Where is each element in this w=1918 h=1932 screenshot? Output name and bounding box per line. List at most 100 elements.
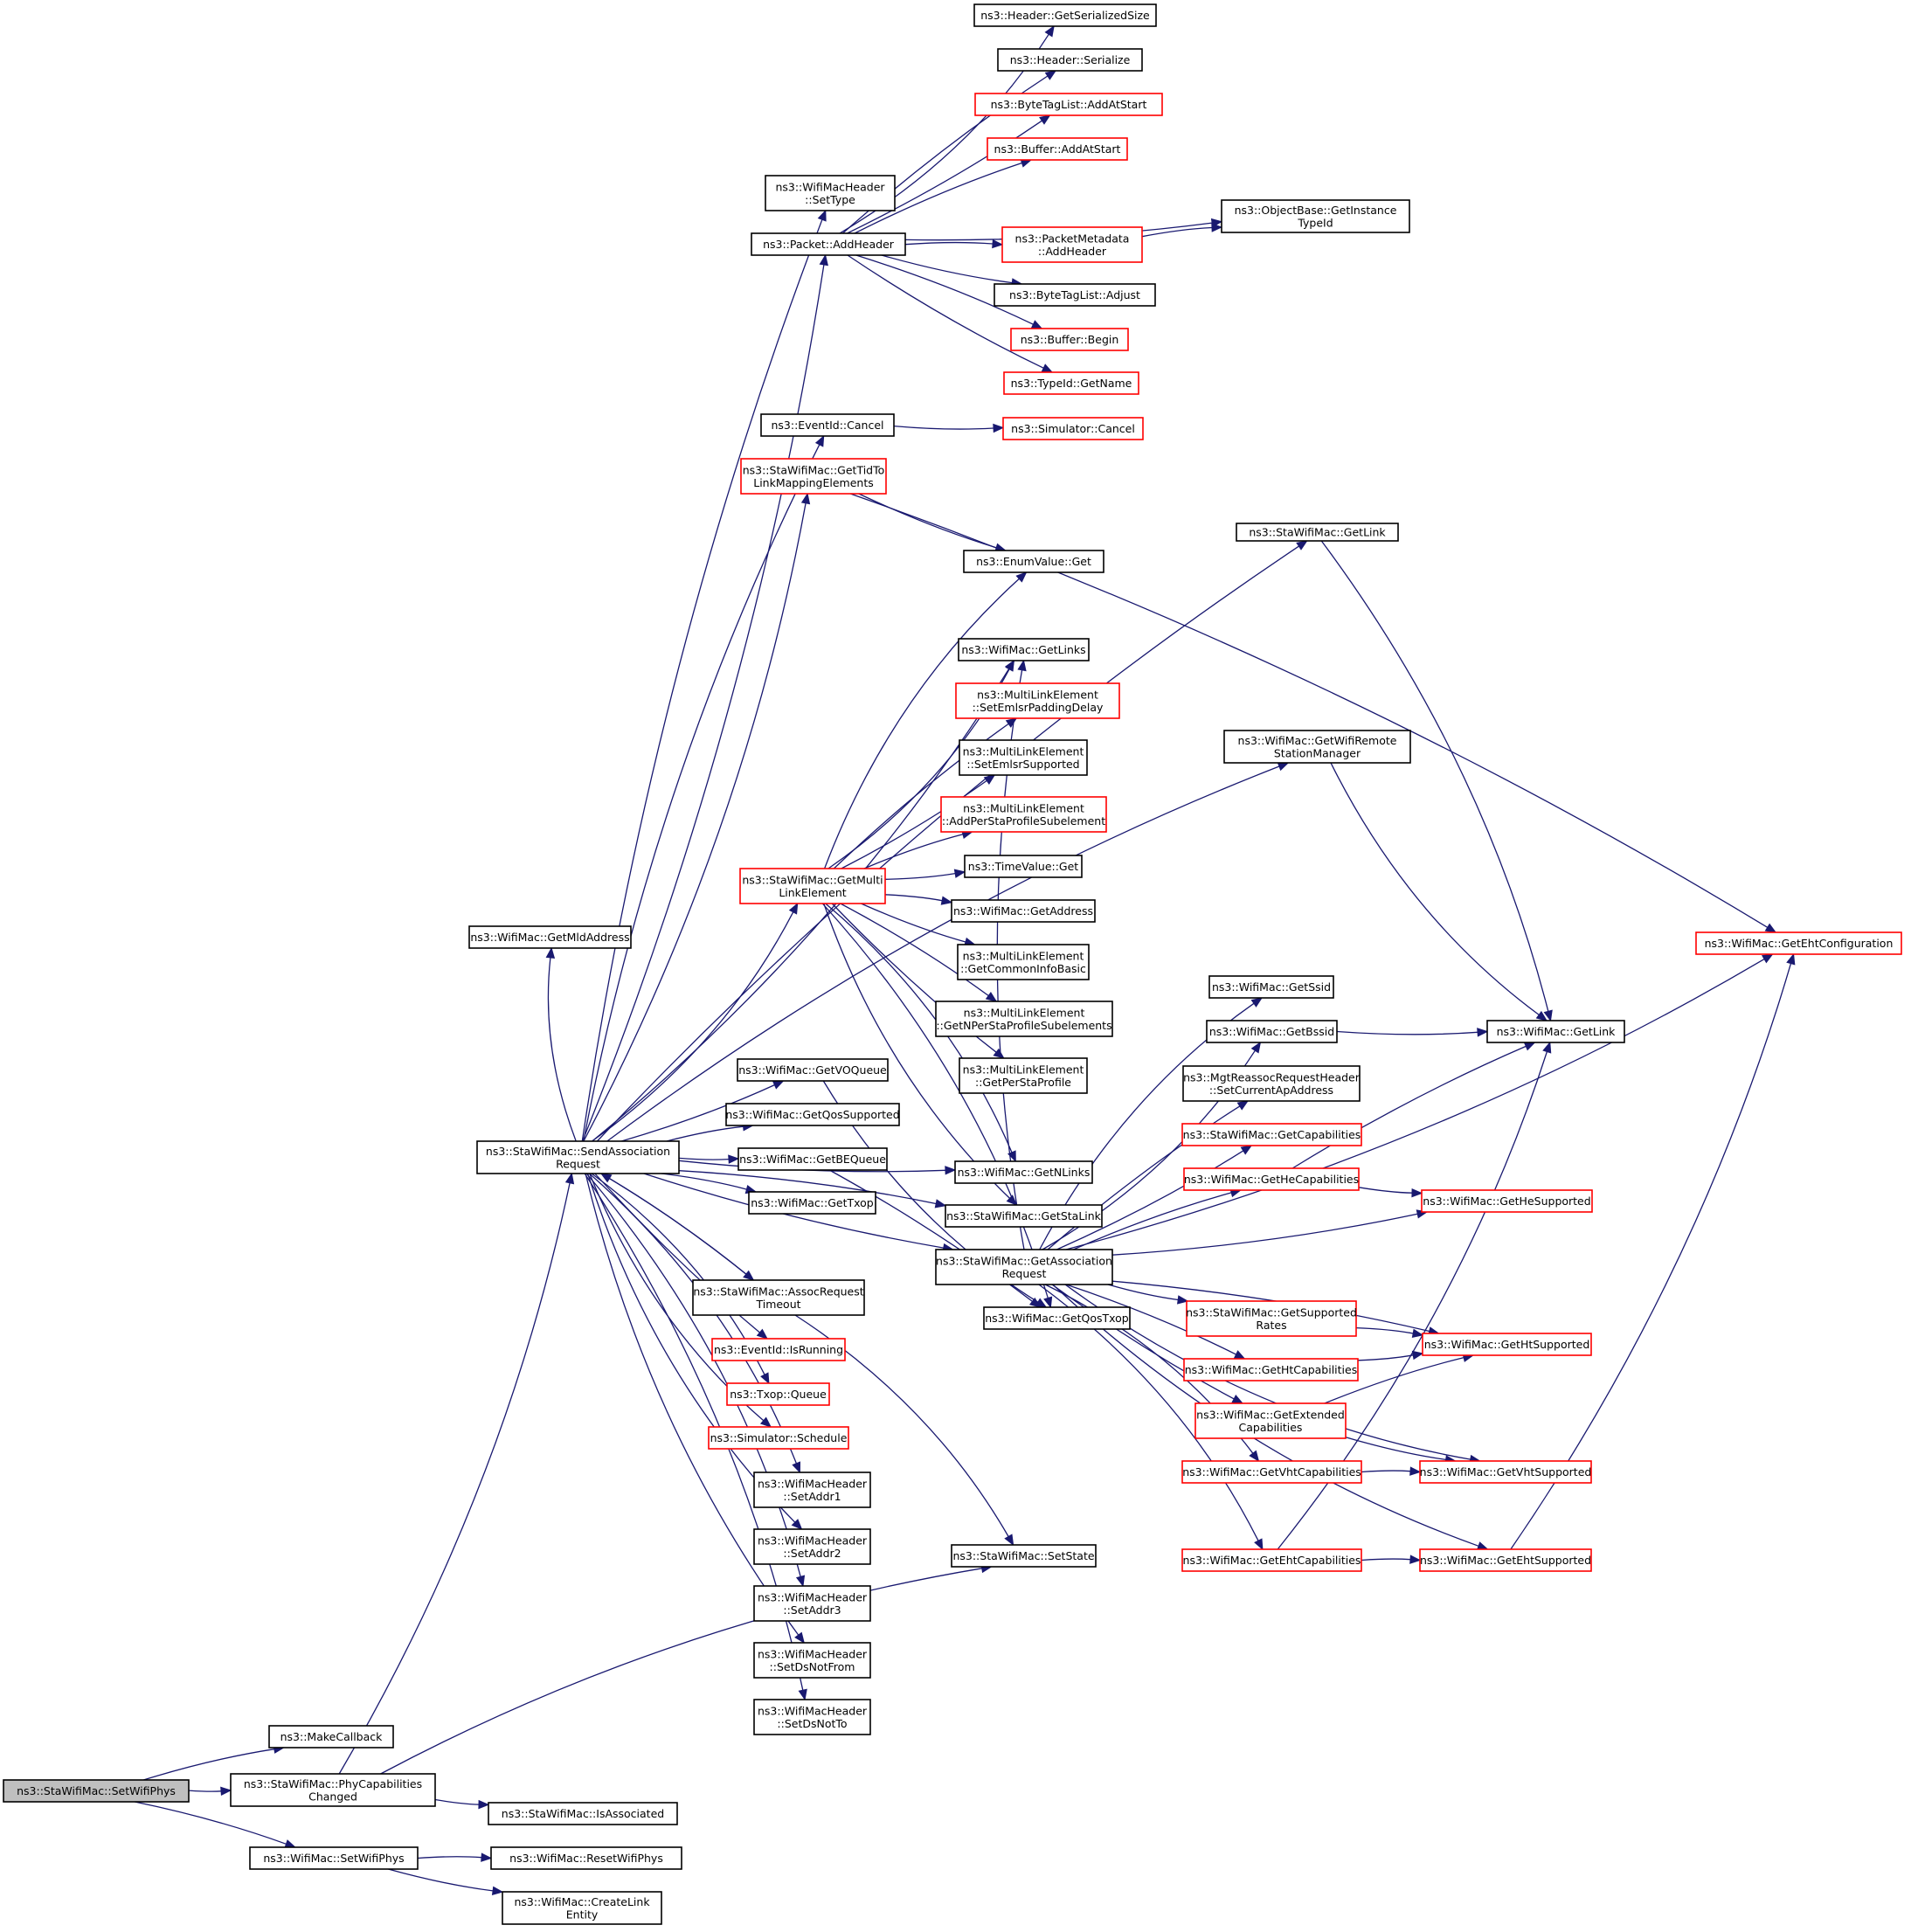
node-box[interactable] <box>954 1160 1093 1184</box>
node-packet-metadata-add-header[interactable]: ns3::PacketMetadata::AddHeader <box>1001 226 1143 263</box>
node-byte-tag-list-add-at-start[interactable]: ns3::ByteTagList::AddAtStart <box>974 93 1163 116</box>
node-wifi-mac-get-ht-capabilities[interactable]: ns3::WifiMac::GetHtCapabilities <box>1183 1358 1359 1381</box>
node-packet-add-header[interactable]: ns3::Packet::AddHeader <box>751 232 906 256</box>
node-sta-wifi-mac-get-sta-link[interactable]: ns3::StaWifiMac::GetStaLink <box>945 1204 1103 1228</box>
node-wifi-mac-get-eht-capabilities[interactable]: ns3::WifiMac::GetEhtCapabilities <box>1181 1548 1362 1572</box>
node-box[interactable] <box>725 1103 900 1126</box>
node-multi-link-element-get-nper-sta-profile-subelements[interactable]: ns3::MultiLinkElement::GetNPerStaProfile… <box>935 1001 1113 1037</box>
node-box[interactable] <box>748 1191 876 1215</box>
node-box[interactable] <box>711 1338 846 1361</box>
node-buffer-add-at-start[interactable]: ns3::Buffer::AddAtStart <box>987 137 1128 161</box>
node-enum-value-get[interactable]: ns3::EnumValue::Get <box>963 550 1104 573</box>
node-box[interactable] <box>708 1426 849 1450</box>
node-box[interactable] <box>1236 523 1399 542</box>
node-make-callback[interactable]: ns3::MakeCallback <box>268 1725 394 1748</box>
node-wifi-mac-get-bssid[interactable]: ns3::WifiMac::GetBssid <box>1206 1020 1338 1043</box>
node-box[interactable] <box>973 3 1157 27</box>
node-sta-wifi-mac-get-capabilities[interactable]: ns3::StaWifiMac::GetCapabilities <box>1181 1123 1362 1146</box>
node-event-id-cancel[interactable]: ns3::EventId::Cancel <box>760 413 895 437</box>
node-event-id-is-running[interactable]: ns3::EventId::IsRunning <box>711 1338 846 1361</box>
node-box[interactable] <box>1206 1020 1338 1043</box>
node-box[interactable] <box>488 1802 678 1825</box>
node-wifi-mac-header-set-addr3[interactable]: ns3::WifiMacHeader::SetAddr3 <box>753 1585 871 1622</box>
node-multi-link-element-set-emlsr-supported[interactable]: ns3::MultiLinkElement::SetEmlsrSupported <box>959 739 1088 776</box>
node-box[interactable] <box>945 1204 1103 1228</box>
node-wifi-mac-get-eht-configuration[interactable]: ns3::WifiMac::GetEhtConfiguration <box>1695 931 1902 955</box>
node-box[interactable] <box>1010 328 1129 351</box>
node-box[interactable] <box>753 1642 871 1679</box>
node-box[interactable] <box>1183 1358 1359 1381</box>
node-box[interactable] <box>753 1699 871 1735</box>
node-wifi-mac-get-ht-supported[interactable]: ns3::WifiMac::GetHtSupported <box>1422 1333 1592 1356</box>
node-wifi-mac-get-voqueue[interactable]: ns3::WifiMac::GetVOQueue <box>737 1058 889 1082</box>
node-box[interactable] <box>249 1846 419 1870</box>
node-wifi-mac-get-bequeue[interactable]: ns3::WifiMac::GetBEQueue <box>737 1147 888 1171</box>
node-box[interactable] <box>753 1528 871 1565</box>
node-box[interactable] <box>1419 1548 1592 1572</box>
node-box[interactable] <box>1181 1548 1362 1572</box>
node-box[interactable] <box>726 1382 830 1406</box>
node-box[interactable] <box>1223 730 1411 764</box>
node-box[interactable] <box>1186 1300 1357 1337</box>
node-sta-wifi-mac-get-tid-to-link-mapping-elements[interactable]: ns3::StaWifiMac::GetTidToLinkMappingElem… <box>740 458 887 495</box>
node-wifi-mac-get-link[interactable]: ns3::WifiMac::GetLink <box>1486 1020 1625 1043</box>
node-sta-wifi-mac-get-link[interactable]: ns3::StaWifiMac::GetLink <box>1236 523 1399 542</box>
node-box[interactable] <box>955 682 1120 719</box>
node-wifi-mac-get-links[interactable]: ns3::WifiMac::GetLinks <box>958 638 1090 661</box>
node-box[interactable] <box>753 1585 871 1622</box>
node-sta-wifi-mac-is-associated[interactable]: ns3::StaWifiMac::IsAssociated <box>488 1802 678 1825</box>
node-box[interactable] <box>751 232 906 256</box>
node-box[interactable] <box>1003 371 1139 395</box>
node-box[interactable] <box>987 137 1128 161</box>
node-wifi-mac-get-qos-supported[interactable]: ns3::WifiMac::GetQosSupported <box>725 1103 900 1126</box>
node-multi-link-element-set-emlsr-padding-delay[interactable]: ns3::MultiLinkElement::SetEmlsrPaddingDe… <box>955 682 1120 719</box>
node-box[interactable] <box>1182 1065 1361 1102</box>
node-box[interactable] <box>737 1147 888 1171</box>
node-box[interactable] <box>951 1544 1097 1568</box>
node-wifi-mac-reset-wifi-phys[interactable]: ns3::WifiMac::ResetWifiPhys <box>490 1846 682 1870</box>
node-wifi-mac-get-vht-capabilities[interactable]: ns3::WifiMac::GetVhtCapabilities <box>1181 1460 1362 1484</box>
node-box[interactable] <box>1181 1460 1362 1484</box>
node-box[interactable] <box>1221 199 1410 233</box>
node-box[interactable] <box>974 93 1163 116</box>
node-box[interactable] <box>476 1140 680 1174</box>
node-wifi-mac-get-he-capabilities[interactable]: ns3::WifiMac::GetHeCapabilities <box>1183 1167 1360 1191</box>
node-type-id-get-name[interactable]: ns3::TypeId::GetName <box>1003 371 1139 395</box>
node-wifi-mac-get-ssid[interactable]: ns3::WifiMac::GetSsid <box>1208 975 1334 999</box>
node-box[interactable] <box>958 638 1090 661</box>
node-wifi-mac-get-address[interactable]: ns3::WifiMac::GetAddress <box>951 899 1096 923</box>
node-box[interactable] <box>3 1779 190 1803</box>
node-box[interactable] <box>994 283 1156 307</box>
node-box[interactable] <box>1002 417 1144 440</box>
node-box[interactable] <box>765 175 896 211</box>
node-wifi-mac-get-mld-address[interactable]: ns3::WifiMac::GetMldAddress <box>468 925 632 949</box>
node-wifi-mac-set-wifi-phys[interactable]: ns3::WifiMac::SetWifiPhys <box>249 1846 419 1870</box>
node-box[interactable] <box>957 944 1090 980</box>
node-box[interactable] <box>737 1058 889 1082</box>
node-multi-link-element-get-per-sta-profile[interactable]: ns3::MultiLinkElement::GetPerStaProfile <box>959 1057 1088 1094</box>
node-byte-tag-list-adjust[interactable]: ns3::ByteTagList::Adjust <box>994 283 1156 307</box>
node-wifi-mac-header-set-type[interactable]: ns3::WifiMacHeader::SetType <box>765 175 896 211</box>
node-box[interactable] <box>935 1249 1113 1285</box>
node-box[interactable] <box>739 868 886 904</box>
node-sta-wifi-mac-set-wifi-phys[interactable]: ns3::StaWifiMac::SetWifiPhys <box>3 1779 190 1803</box>
node-box[interactable] <box>230 1773 436 1807</box>
node-txop-queue[interactable]: ns3::Txop::Queue <box>726 1382 830 1406</box>
node-box[interactable] <box>959 1057 1088 1094</box>
node-box[interactable] <box>1695 931 1902 955</box>
node-box[interactable] <box>1419 1460 1592 1484</box>
node-box[interactable] <box>983 1306 1131 1330</box>
node-wifi-mac-get-wifi-remote-station-manager[interactable]: ns3::WifiMac::GetWifiRemoteStationManage… <box>1223 730 1411 764</box>
node-box[interactable] <box>1208 975 1334 999</box>
node-mgt-reassoc-request-header-set-current-ap-address[interactable]: ns3::MgtReassocRequestHeader::SetCurrent… <box>1182 1065 1361 1102</box>
node-sta-wifi-mac-set-state[interactable]: ns3::StaWifiMac::SetState <box>951 1544 1097 1568</box>
node-box[interactable] <box>490 1846 682 1870</box>
node-box[interactable] <box>963 550 1104 573</box>
node-box[interactable] <box>1194 1402 1347 1439</box>
